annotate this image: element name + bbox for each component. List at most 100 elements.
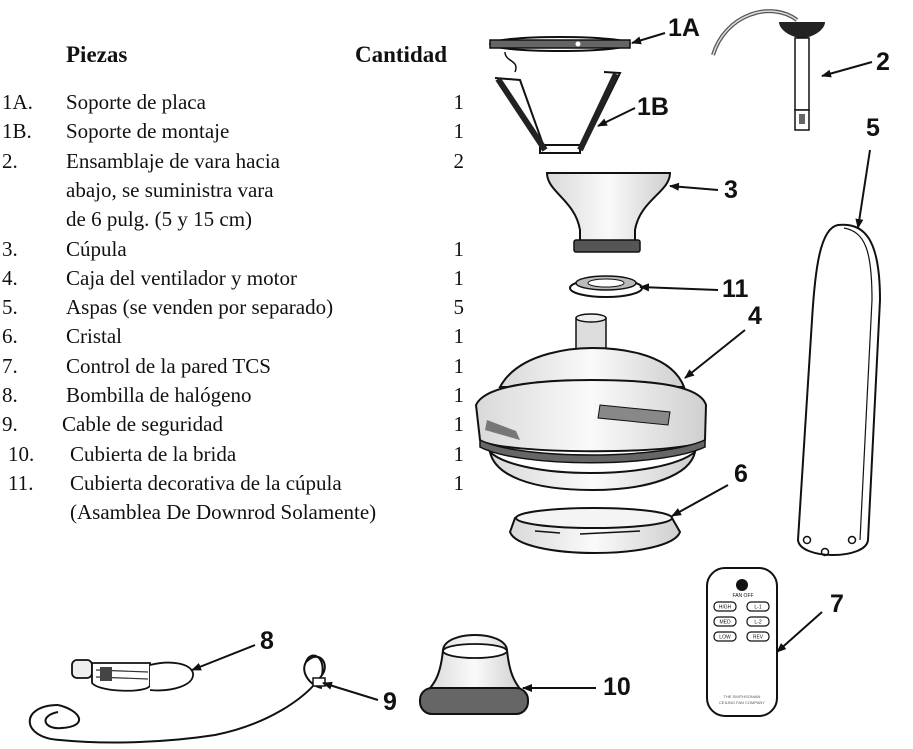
part-quantity: 1 [453,236,465,261]
part-number: 1B. [2,119,32,144]
callout-10: 10 [603,673,631,701]
parts-row: 9. Cable de seguridad 1 [0,412,470,442]
part-label: Aspas (se venden por separado) [66,295,334,320]
arrow-11 [639,283,719,292]
callout-1a: 1A [668,14,700,42]
part-quantity: 5 [453,295,465,320]
remote-button [746,616,770,627]
downrod-2 [711,9,825,131]
motor-housing-4 [474,313,708,492]
remote-brand-line1: THE SMITHSONIAN [723,694,761,699]
part-label: Control de la pared TCS [66,353,271,378]
parts-row: 5. Aspas (se venden por separado) 5 [0,295,470,325]
arrow-8 [191,644,256,671]
part-label: Bombilla de halógeno [66,383,252,407]
arrow-2 [821,61,873,78]
part-number: 6. [2,324,18,349]
blade-5 [796,223,882,557]
arrow-4 [684,329,746,379]
safety-cable-9 [28,654,326,744]
part-quantity: 1 [453,90,465,114]
arrow-3 [669,182,719,191]
decorative-cover-11 [569,275,643,298]
part-quantity: 1 [453,470,465,495]
callout-8: 8 [260,627,274,655]
part-label: Caja del ventilador y motor [66,265,297,290]
canopy-3 [545,172,672,253]
part-quantity: 1 [453,353,465,378]
part-quantity: 1 [453,265,465,290]
part-quantity: 1 [453,412,465,437]
parts-row: 2. Ensamblaje de vara hacia 2 [0,149,470,179]
parts-row: 6. Cristal 1 [0,324,470,354]
remote-button [713,601,737,612]
part-quantity: 2 [453,148,465,173]
part-number: 3. [2,236,18,261]
pieces-heading: Piezas [66,42,128,67]
part-number: 5. [2,295,18,320]
remote-button [746,631,770,642]
parts-row: de 6 pulg. (5 y 15 cm) [0,207,470,237]
part-label: Soporte de placa [66,90,206,114]
arrow-7 [776,611,823,653]
part-number: 8. [2,383,18,407]
part-label: de 6 pulg. (5 y 15 cm) [66,207,253,232]
mounting-bracket-1b [494,51,622,154]
arrow-6 [671,484,729,517]
part-number: 2. [2,148,18,173]
remote-brand-line2: CEILING FAN COMPANY [719,700,765,705]
remote-button [713,616,737,627]
callout-2: 2 [876,48,890,76]
part-quantity: 1 [453,383,465,407]
remote-button-label: LOW [719,635,731,641]
remote-button-label: L-1 [754,605,761,611]
remote-button [746,601,770,612]
parts-row: abajo, se suministra vara [0,178,470,208]
part-label: Soporte de montaje [66,119,230,144]
remote-button-label: HIGH [719,605,732,611]
part-label: Ensamblaje de vara hacia [66,148,280,173]
callout-6: 6 [734,460,748,488]
callout-5: 5 [866,114,880,142]
parts-row: 8. Bombilla de halógeno 1 [0,383,470,413]
arrow-1b [597,107,636,127]
ceiling-plate-1a [489,36,631,52]
part-label: (Asamblea De Downrod Solamente) [70,500,377,525]
remote-button-label: L-2 [754,620,761,626]
remote-button [713,631,737,642]
part-number: 4. [2,265,18,290]
remote-button-label: MED [719,620,731,626]
callout-3: 3 [724,176,738,204]
callout-4: 4 [748,302,762,330]
remote-power-label: FAN OFF [732,593,754,599]
glass-6 [508,507,682,554]
flange-cover-10 [419,634,529,715]
parts-row: 7. Control de la pared TCS 1 [0,354,470,384]
remote-button-label: REV [753,635,764,641]
part-label: Cubierta decorativa de la cúpula [70,470,342,495]
leader-arrows [191,32,873,701]
part-number: 7. [2,353,18,378]
callout-1b: 1B [637,93,669,121]
parts-row: (Asamblea De Downrod Solamente) [0,500,470,530]
parts-row: 4. Caja del ventilador y motor 1 [0,266,470,296]
parts-row: 1B. Soporte de montaje 1 [0,119,470,149]
arrow-9 [322,681,379,701]
part-quantity: 1 [453,324,465,349]
part-quantity: 1 [453,119,465,144]
arrow-5 [855,149,871,229]
part-label: Cúpula [66,236,127,261]
callout-9: 9 [383,688,397,716]
part-label: Cubierta de la brida [70,441,237,466]
callout-11: 11 [722,275,749,303]
part-number: 10. [8,441,35,466]
part-label: Cable de seguridad [62,412,223,437]
parts-row: 3. Cúpula 1 [0,237,470,267]
halogen-bulb-8 [71,659,194,692]
part-number: 9. [2,412,18,437]
part-label: abajo, se suministra vara [66,177,274,202]
part-label: Cristal [66,324,122,349]
